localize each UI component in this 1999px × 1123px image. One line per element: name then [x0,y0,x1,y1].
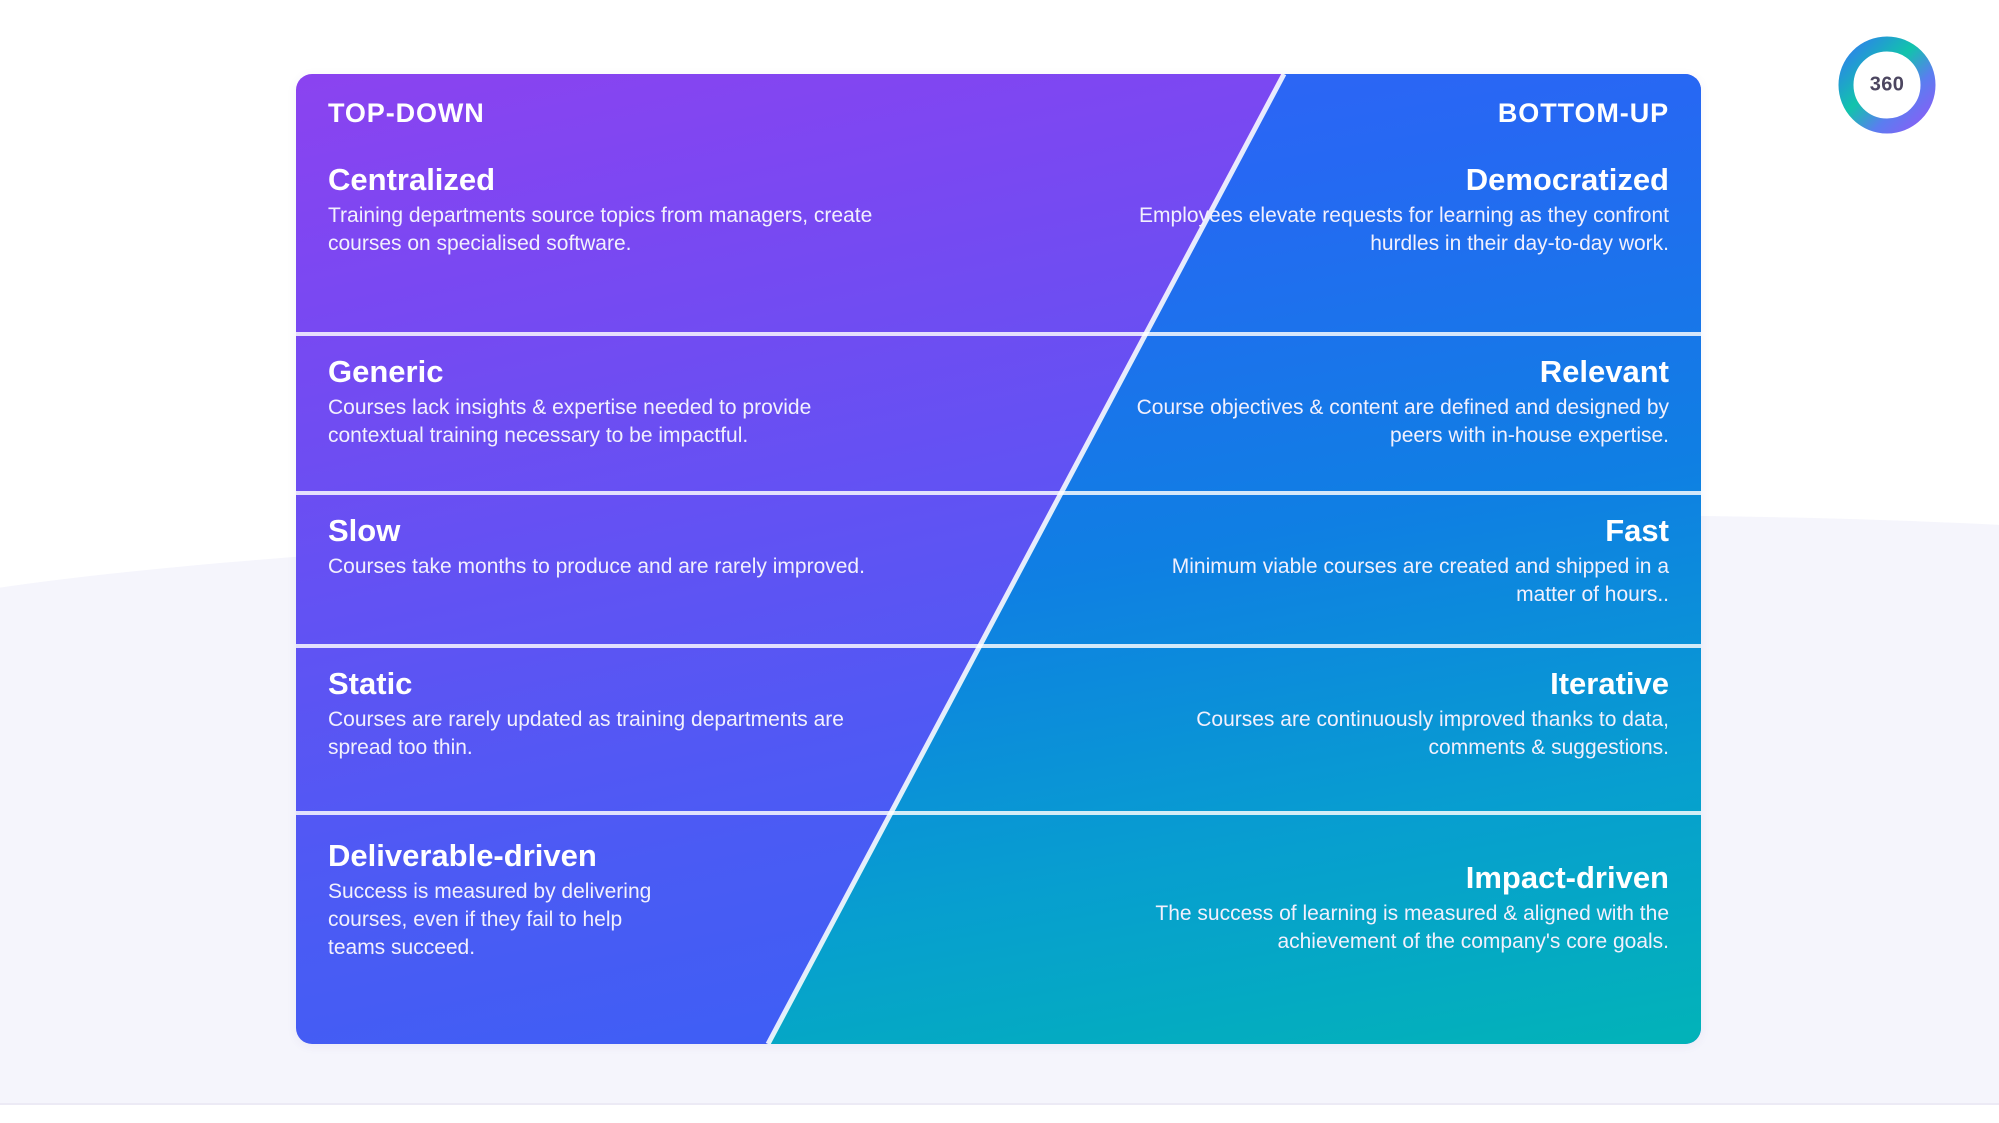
comparison-row-3: Slow Courses take months to produce and … [296,493,1701,646]
row-2-left-description: Courses lack insights & expertise needed… [328,395,812,448]
comparison-content: TOP-DOWN Centralized Training department… [296,74,1701,1044]
logo-label: 360 [1869,73,1905,96]
bottom-up-header: BOTTOM-UP [1497,98,1669,128]
row-3-right-description: Minimum viable courses are created and s… [1171,554,1669,607]
row-3-right-term: Fast [1605,513,1669,548]
comparison-card: TOP-DOWN Centralized Training department… [296,74,1701,1044]
row-3-right-cell: Fast Minimum viable courses are created … [999,513,1702,646]
comparison-row-2: Generic Courses lack insights & expertis… [296,334,1701,493]
row-5-left-term: Deliverable-driven [328,838,597,873]
row-3-left-term: Slow [328,513,401,548]
row-2-right-description: Course objectives & content are defined … [1136,395,1669,448]
row-5-left-cell: Deliverable-driven Success is measured b… [296,838,999,1044]
row-4-right-term: Iterative [1550,666,1669,701]
row-5-right-term: Impact-driven [1465,860,1669,895]
row-5-left-description: Success is measured by delivering course… [328,879,652,960]
row-2-left-cell: Generic Courses lack insights & expertis… [296,354,999,493]
row-3-left-description: Courses take months to produce and are r… [328,554,865,578]
comparison-row-5: Deliverable-driven Success is measured b… [296,813,1701,1044]
row-4-right-description: Courses are continuously improved thanks… [1196,707,1669,760]
row-1-left-cell: TOP-DOWN Centralized Training department… [296,100,999,334]
row-4-left-cell: Static Courses are rarely updated as tra… [296,666,999,813]
row-2-left-term: Generic [328,354,444,389]
row-1-left-description: Training departments source topics from … [328,203,873,256]
row-4-right-cell: Iterative Courses are continuously impro… [999,666,1702,813]
row-3-left-cell: Slow Courses take months to produce and … [296,513,999,646]
row-2-right-term: Relevant [1539,354,1669,389]
row-5-right-cell: Impact-driven The success of learning is… [999,839,1702,1044]
comparison-row-4: Static Courses are rarely updated as tra… [296,646,1701,813]
footer-band [0,1103,1999,1123]
row-1-right-cell: BOTTOM-UP Democratized Employees elevate… [999,100,1702,334]
top-down-header: TOP-DOWN [328,98,485,128]
row-1-left-term: Centralized [328,162,496,197]
brand-logo[interactable]: 360 [1838,36,1936,134]
row-4-left-description: Courses are rarely updated as training d… [328,707,844,760]
row-1-right-description: Employees elevate requests for learning … [1139,203,1669,256]
comparison-row-1: TOP-DOWN Centralized Training department… [296,74,1701,334]
row-1-right-term: Democratized [1465,162,1669,197]
row-5-right-description: The success of learning is measured & al… [1155,901,1669,954]
row-2-right-cell: Relevant Course objectives & content are… [999,354,1702,493]
row-4-left-term: Static [328,666,413,701]
